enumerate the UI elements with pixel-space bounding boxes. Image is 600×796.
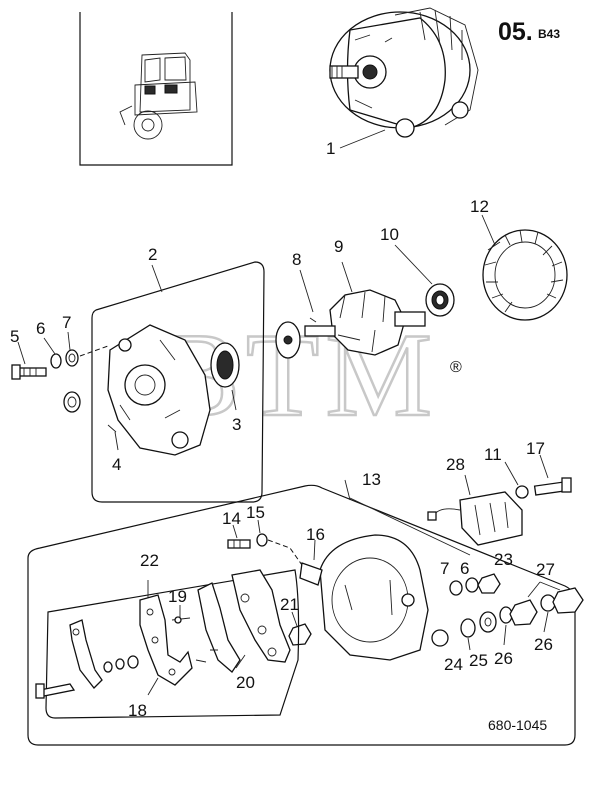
- callout-6-b: 6: [460, 559, 469, 578]
- callout-26-a: 26: [494, 649, 513, 668]
- callout-5: 5: [10, 327, 19, 346]
- callout-2: 2: [148, 245, 157, 264]
- callout-14: 14: [222, 509, 241, 528]
- tractor-location-inset: [79, 12, 233, 166]
- page-code: 05. B43: [498, 18, 560, 46]
- callout-6: 6: [36, 319, 45, 338]
- callout-26-b: 26: [534, 635, 553, 654]
- callout-8: 8: [292, 250, 301, 269]
- callout-19: 19: [168, 587, 187, 606]
- voltage-regulator-part: [427, 474, 523, 546]
- callout-24: 24: [444, 655, 463, 674]
- callout-3: 3: [232, 415, 241, 434]
- callout-7: 7: [62, 313, 71, 332]
- drawing-number: 680-1045: [488, 717, 547, 733]
- callout-11: 11: [484, 445, 502, 464]
- callout-4: 4: [112, 455, 121, 474]
- rotor-part: [275, 261, 426, 359]
- callout-12: 12: [470, 197, 489, 216]
- alternator-assembly: [329, 7, 479, 149]
- callout-23: 23: [494, 550, 513, 569]
- bearing-part-10: [394, 244, 455, 317]
- front-housing-group: [91, 261, 265, 503]
- callout-22: 22: [140, 551, 159, 570]
- callout-labels: 1 2 3 4 5 6 7 8 9 10 11 12 13 14 15 16 1…: [10, 139, 555, 720]
- callout-27-a: 27: [536, 560, 555, 579]
- front-fasteners: [11, 331, 109, 413]
- callout-1: 1: [326, 139, 335, 158]
- page-code-sub: B43: [538, 27, 560, 41]
- page-code-main: 05.: [498, 18, 533, 46]
- rectifier-group: [35, 569, 300, 719]
- regulator-fasteners: [504, 454, 572, 499]
- callout-21: 21: [280, 595, 299, 614]
- callout-18: 18: [128, 701, 147, 720]
- callout-28: 28: [446, 455, 465, 474]
- rear-housing-group: [27, 479, 584, 746]
- callout-16: 16: [306, 525, 325, 544]
- stator-part: [481, 214, 568, 321]
- callout-13: 13: [362, 470, 381, 489]
- registered-mark: ®: [450, 359, 462, 376]
- callout-17: 17: [526, 439, 545, 458]
- callout-7-b: 7: [440, 559, 449, 578]
- callout-15: 15: [246, 503, 265, 522]
- callout-20: 20: [236, 673, 255, 692]
- callout-25: 25: [469, 651, 488, 670]
- callout-9: 9: [334, 237, 343, 256]
- callout-10: 10: [380, 225, 399, 244]
